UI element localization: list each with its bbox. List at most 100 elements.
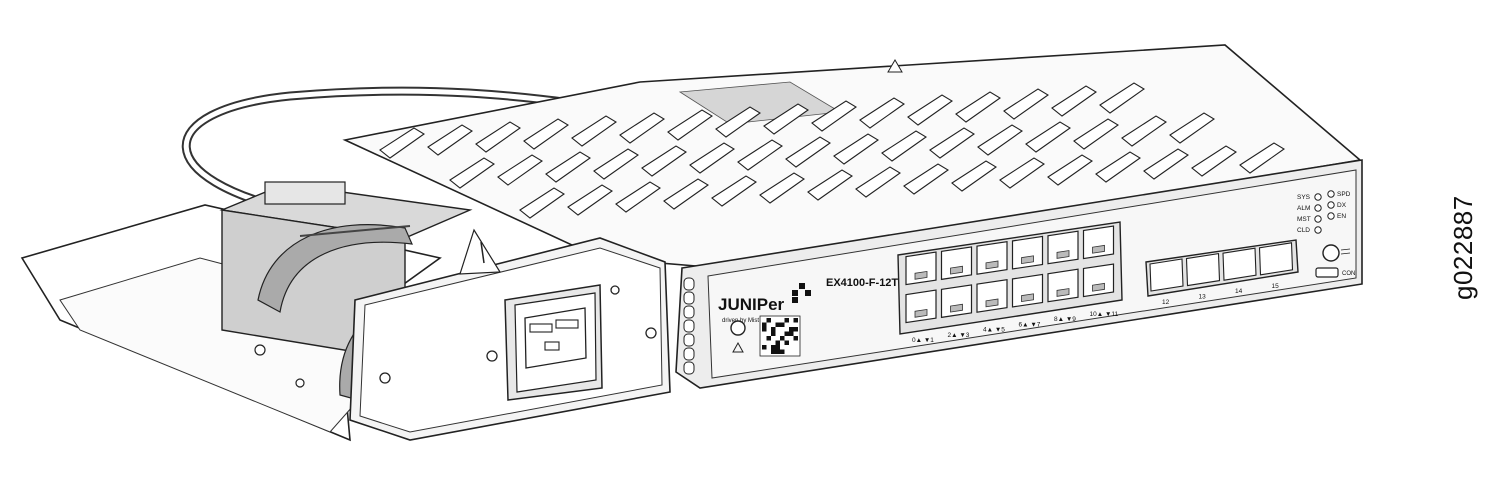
bezel-bump — [683, 305, 695, 319]
sfp-port[interactable] — [1185, 252, 1221, 287]
heatsink-fin — [449, 157, 496, 189]
heatsink-fin — [999, 157, 1046, 189]
rj45-port-label: 8▲ ▼9 — [1054, 316, 1076, 323]
qr-code-icon — [759, 315, 801, 357]
qr-code-cell — [775, 340, 780, 345]
rj45-port-latch — [1021, 255, 1034, 265]
qr-code-cell — [766, 336, 771, 341]
rj45-port-block — [897, 221, 1123, 335]
plate-screw — [486, 350, 498, 362]
rj45-port[interactable] — [1011, 273, 1044, 308]
rj45-port-labels: 0▲ ▼12▲ ▼34▲ ▼56▲ ▼78▲ ▼910▲ ▼11 — [912, 311, 1119, 344]
heatsink-fin — [593, 148, 640, 180]
heatsink-fin — [1121, 115, 1168, 147]
heatsink-fin — [907, 94, 954, 126]
sfp-port-block — [1145, 239, 1299, 297]
power-inlet-icon[interactable] — [504, 284, 603, 401]
qr-code-cell — [771, 349, 776, 354]
heatsink-fin — [1025, 121, 1072, 153]
heatsink-fin — [955, 91, 1002, 123]
plate-screw — [610, 285, 620, 295]
sfp-port-label: 15 — [1272, 283, 1280, 290]
heatsink-fin — [759, 172, 806, 204]
rj45-port-label: 4▲ ▼5 — [983, 327, 1005, 334]
rj45-port[interactable] — [976, 240, 1008, 275]
heatsink-fin — [1003, 88, 1050, 120]
qr-code-cell — [793, 336, 798, 341]
led-label: CLD — [1297, 227, 1310, 234]
heatsink-fin — [523, 118, 570, 150]
rj45-port[interactable] — [905, 251, 937, 286]
heatsink-fin — [855, 166, 902, 198]
qr-code-cell — [771, 331, 776, 336]
console-port[interactable] — [1315, 267, 1339, 278]
heatsink-fin — [715, 106, 762, 138]
heatsink-fin — [1143, 148, 1190, 180]
sfp-port[interactable] — [1258, 242, 1294, 276]
bezel-bump — [683, 319, 695, 333]
plate-screw — [379, 372, 391, 384]
rj45-port-latch — [1021, 293, 1034, 303]
heatsink-fin — [1047, 154, 1094, 186]
rj45-port-latch — [985, 298, 999, 308]
heatsink-fin — [427, 124, 474, 156]
rj45-port[interactable] — [1082, 263, 1115, 298]
model-label: EX4100-F-12T — [826, 277, 898, 289]
plate-screw — [645, 327, 657, 339]
led-label: ALM — [1297, 205, 1310, 212]
heatsink-fin — [763, 103, 810, 135]
rj45-port[interactable] — [1047, 268, 1079, 303]
heatsink-fin — [667, 109, 714, 141]
qr-code-cell — [762, 345, 767, 350]
sfp-port[interactable] — [1149, 258, 1184, 292]
rj45-port[interactable] — [940, 284, 973, 319]
rj45-port-latch — [1092, 244, 1105, 254]
mode-button[interactable] — [1322, 244, 1340, 262]
bezel-bump — [683, 277, 695, 291]
rj45-port[interactable] — [1011, 235, 1044, 270]
heatsink-fin — [1051, 85, 1098, 117]
heatsink-fin — [929, 127, 976, 159]
qr-code-cell — [775, 349, 780, 354]
rj45-port[interactable] — [1082, 225, 1115, 260]
reset-button[interactable] — [730, 320, 746, 336]
rj45-port-label: 2▲ ▼3 — [948, 332, 970, 339]
power-cable-inner — [183, 88, 613, 215]
rj45-port-label: 6▲ ▼7 — [1019, 321, 1041, 328]
rj45-port-latch — [1056, 250, 1070, 259]
esd-warning-icon — [732, 341, 744, 353]
sfp-port-label: 13 — [1199, 294, 1207, 301]
heatsink-fin — [807, 169, 854, 201]
sfp-port[interactable] — [1222, 247, 1257, 281]
velcro-strap-1 — [257, 224, 413, 313]
heatsink-fin — [711, 175, 758, 207]
tray-screw-hole — [295, 378, 305, 388]
status-led — [1327, 190, 1335, 198]
led-label: EN — [1337, 213, 1346, 220]
led-label: SPD — [1337, 191, 1351, 198]
front-bezel-bumps — [683, 277, 695, 375]
qr-code-cell — [780, 349, 785, 354]
rj45-port[interactable] — [940, 246, 973, 281]
rj45-port[interactable] — [1047, 230, 1079, 265]
heatsink-fin — [571, 115, 618, 147]
status-led — [1327, 201, 1335, 209]
heatsink-fin — [859, 97, 906, 129]
brand-text: JUNIPer — [718, 295, 785, 314]
sfp-port-label: 12 — [1162, 299, 1170, 306]
led-label: DX — [1337, 202, 1347, 209]
heatsink-fin — [1169, 112, 1216, 144]
rj45-port[interactable] — [905, 289, 937, 324]
rj45-port-label: 10▲ ▼11 — [1090, 311, 1119, 318]
qr-code-cell — [784, 318, 789, 323]
qr-code-cell — [775, 345, 780, 350]
heatsink-fin — [689, 142, 736, 174]
status-led — [1314, 204, 1322, 212]
rj45-port[interactable] — [976, 278, 1008, 313]
qr-code-cell — [771, 345, 776, 350]
rj45-port-latch — [985, 260, 999, 270]
qr-code-cell — [780, 336, 785, 341]
juniper-logo-icon: JUNIPer driven by Mist AI — [718, 283, 811, 324]
